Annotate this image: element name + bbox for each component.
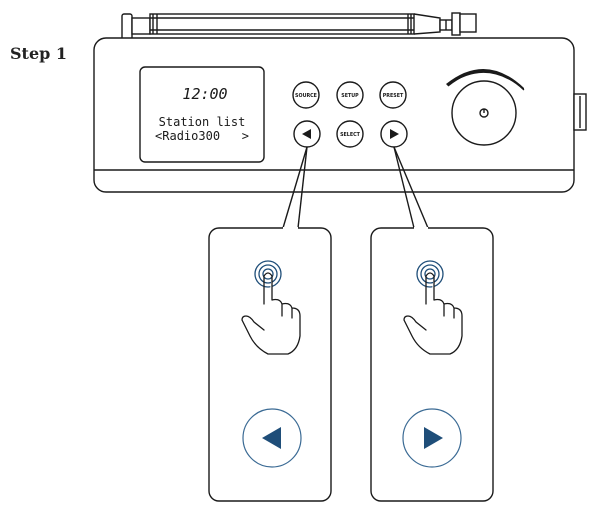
antenna — [121, 12, 477, 41]
select-button[interactable] — [336, 120, 364, 148]
preset-button[interactable] — [379, 81, 407, 109]
display-line2: <Radio300 > — [155, 129, 249, 143]
tap-hand-icon — [403, 260, 463, 355]
left-arrow-icon — [262, 427, 281, 449]
display-line1: Station list — [159, 115, 246, 129]
left-arrow-icon — [302, 129, 311, 139]
left-callout-leader — [282, 146, 308, 229]
step-label: Step 1 — [10, 44, 68, 63]
lcd-display — [139, 66, 265, 163]
display-time: 12:00 — [182, 85, 227, 103]
tap-hand-icon — [241, 260, 301, 355]
right-callout-leader — [393, 146, 429, 229]
right-callout-panel — [370, 227, 494, 502]
right-callout-button[interactable] — [402, 408, 462, 468]
source-button[interactable] — [292, 81, 320, 109]
setup-label: SETUP — [341, 93, 359, 99]
right-arrow-icon — [424, 427, 443, 449]
preset-label: PRESET — [383, 93, 404, 99]
source-label: SOURCE — [295, 93, 317, 99]
setup-button[interactable] — [336, 81, 364, 109]
left-callout-button[interactable] — [242, 408, 302, 468]
right-arrow-icon — [390, 129, 399, 139]
select-label: SELECT — [340, 132, 361, 138]
power-icon — [479, 108, 489, 118]
